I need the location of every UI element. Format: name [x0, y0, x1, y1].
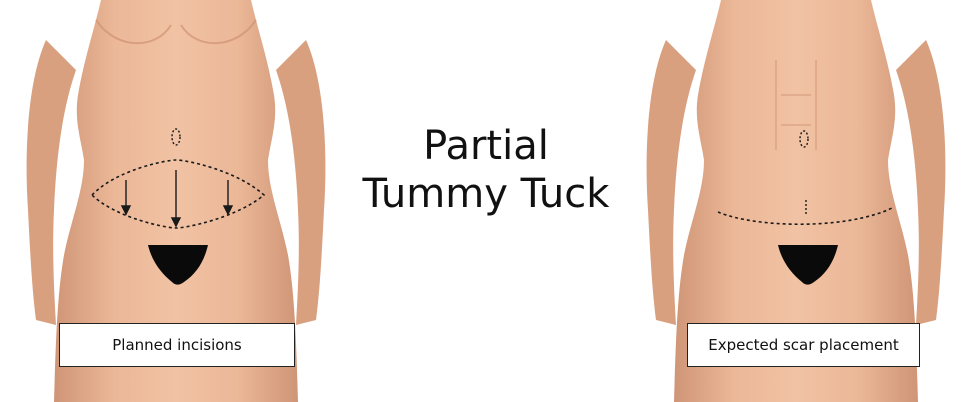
- title-line-2: Tummy Tuck: [340, 170, 632, 218]
- caption-planned-incisions: Planned incisions: [59, 323, 295, 367]
- diagram-title: Partial Tummy Tuck: [340, 122, 632, 218]
- caption-expected-scar: Expected scar placement: [687, 323, 920, 367]
- caption-left-text: Planned incisions: [112, 336, 242, 354]
- title-line-1: Partial: [340, 122, 632, 170]
- caption-right-text: Expected scar placement: [708, 336, 899, 354]
